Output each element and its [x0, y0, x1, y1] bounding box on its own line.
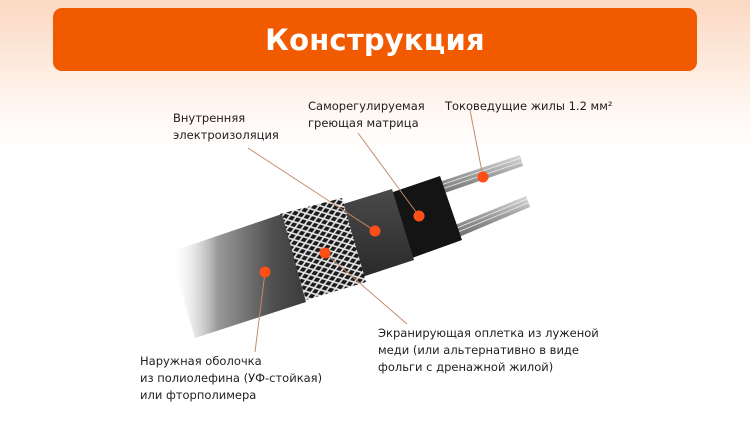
label-conductors: Токоведущие жилы 1.2 мм² — [445, 99, 613, 113]
outer-sheath — [170, 214, 306, 338]
leader-lines — [247, 109, 484, 353]
marker-inner-insulation — [369, 225, 381, 237]
marker-heating-matrix — [413, 210, 425, 222]
label-outer-sheath: Наружная оболочка из полиолефина (УФ-сто… — [140, 354, 323, 402]
marker-braid — [319, 247, 331, 259]
label-shielding-braid: Экранирующая оплетка из луженой меди (ил… — [378, 326, 599, 374]
label-heating-matrix: Саморегулируемая греющая матрица — [308, 99, 425, 130]
callout-markers — [259, 171, 489, 278]
marker-outer-sheath — [259, 266, 271, 278]
marker-conductors — [477, 171, 489, 183]
title-banner: Конструкция — [53, 8, 697, 71]
heating-matrix — [390, 176, 462, 258]
page-title: Конструкция — [265, 22, 485, 57]
label-inner-insulation: Внутренняя электроизоляция — [173, 111, 279, 142]
